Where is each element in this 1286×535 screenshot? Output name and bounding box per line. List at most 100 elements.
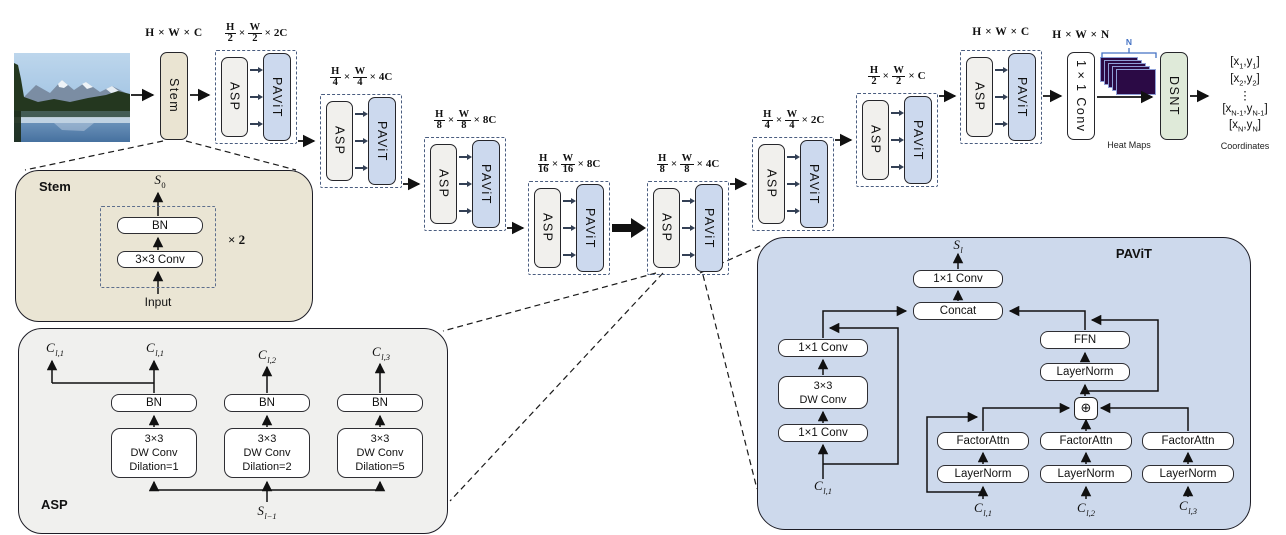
stage-dashed-box	[424, 137, 506, 231]
arrow-icon	[787, 207, 800, 214]
pavit-attn-input-label-1: Cl,1	[974, 500, 992, 518]
asp-block: ASP	[653, 188, 680, 268]
arrow-icon	[355, 164, 368, 171]
asp-input-label: Sl−1	[257, 503, 277, 521]
coordinate-ellipsis: ⋮	[1239, 90, 1251, 102]
n-channels-label: N	[1125, 37, 1133, 47]
asp-block: ASP	[758, 144, 785, 224]
pavit-block: PAViT	[695, 184, 723, 272]
pavit-concat-block: Concat	[913, 302, 1003, 320]
stem-repeat-label: × 2	[228, 232, 246, 247]
asp-skip-output-label: Cl,1	[46, 340, 64, 358]
heatmap-layer-front	[1116, 69, 1156, 95]
arrow-icon	[787, 153, 800, 160]
asp-block: ASP	[221, 57, 248, 137]
coordinate-row: [xN-1,yN-1]	[1222, 103, 1268, 118]
arrow-icon	[891, 136, 904, 143]
final-conv-block: 1×1 Conv	[1067, 52, 1095, 140]
pavit-block: PAViT	[1008, 53, 1036, 141]
asp-block: ASP	[862, 100, 889, 180]
stem-repeat-box	[100, 206, 216, 288]
asp-block: ASP	[966, 57, 993, 137]
stage-dashed-box	[320, 94, 402, 188]
asp-bn-block-2: BN	[224, 394, 310, 412]
pavit-ffn-layernorm-block: LayerNorm	[1040, 363, 1130, 381]
pavit-factorattn-block-2: FactorAttn	[1040, 432, 1132, 450]
pavit-layernorm-block-1: LayerNorm	[937, 465, 1029, 483]
pavit-attn-input-label-3: Cl,3	[1179, 498, 1197, 516]
pavit-attn-input-label-2: Cl,2	[1077, 500, 1095, 518]
arrow-icon	[250, 93, 263, 100]
pavit-local-conv1-block: 1×1 Conv	[778, 339, 868, 357]
stem-block: Stem	[160, 52, 188, 140]
asp-output-label-1: Cl,1	[146, 340, 164, 358]
stem-bn-block: BN	[117, 217, 203, 234]
input-photo	[14, 53, 130, 142]
arrow-icon	[355, 137, 368, 144]
asp-output-label-2: Cl,2	[258, 347, 276, 365]
stage-dashed-box	[647, 181, 729, 275]
pavit-factorattn-block-1: FactorAttn	[937, 432, 1029, 450]
arrow-icon	[459, 207, 472, 214]
coordinate-row: [x2,y2]	[1230, 73, 1260, 88]
stage-dashed-box	[215, 50, 297, 144]
dim-label-heatmaps: H × W × N	[1052, 29, 1110, 41]
arrow-icon	[355, 110, 368, 117]
stem-box-title: Stem	[39, 179, 71, 194]
pavit-output-label: Sl	[953, 237, 963, 255]
pavit-box-title: PAViT	[1115, 246, 1152, 261]
pavit-layernorm-block-3: LayerNorm	[1142, 465, 1234, 483]
pavit-block: PAViT	[800, 140, 828, 228]
arrow-icon	[563, 251, 576, 258]
pavit-block: PAViT	[904, 96, 932, 184]
dsnt-block: DSNT	[1160, 52, 1188, 140]
dim-label: H × W × C	[972, 26, 1030, 38]
pavit-block: PAViT	[472, 140, 500, 228]
landscape-image	[14, 53, 130, 142]
asp-block: ASP	[534, 188, 561, 268]
pavit-block: PAViT	[368, 97, 396, 185]
asp-bn-block-1: BN	[111, 394, 197, 412]
arrow-icon	[563, 224, 576, 231]
sum-icon: ⊕	[1074, 397, 1098, 420]
pavit-local-input-label: Cl,1	[814, 478, 832, 496]
dim-label-stem: H × W × C	[145, 27, 203, 39]
pavit-layernorm-block-2: LayerNorm	[1040, 465, 1132, 483]
stage-dashed-box	[960, 50, 1042, 144]
arrow-icon	[459, 153, 472, 160]
arrow-icon	[459, 180, 472, 187]
pavit-block: PAViT	[576, 184, 604, 272]
pavit-factorattn-block-3: FactorAttn	[1142, 432, 1234, 450]
heatmaps-caption: Heat Maps	[1107, 140, 1151, 150]
asp-box-title: ASP	[41, 497, 68, 512]
coordinate-row: [xN,yN]	[1229, 119, 1261, 134]
asp-block: ASP	[430, 144, 457, 224]
pavit-top-conv-block: 1×1 Conv	[913, 270, 1003, 288]
asp-output-label-3: Cl,3	[372, 344, 390, 362]
pavit-local-conv2-block: 1×1 Conv	[778, 424, 868, 442]
arrow-icon	[995, 66, 1008, 73]
stage-dashed-box	[752, 137, 834, 231]
coordinates-caption: Coordinates	[1220, 141, 1270, 151]
arrow-icon	[250, 120, 263, 127]
stem-detail-box: Stem	[15, 170, 313, 322]
pavit-block: PAViT	[263, 53, 291, 141]
arrow-icon	[682, 251, 695, 258]
thick-arrow	[612, 218, 646, 238]
